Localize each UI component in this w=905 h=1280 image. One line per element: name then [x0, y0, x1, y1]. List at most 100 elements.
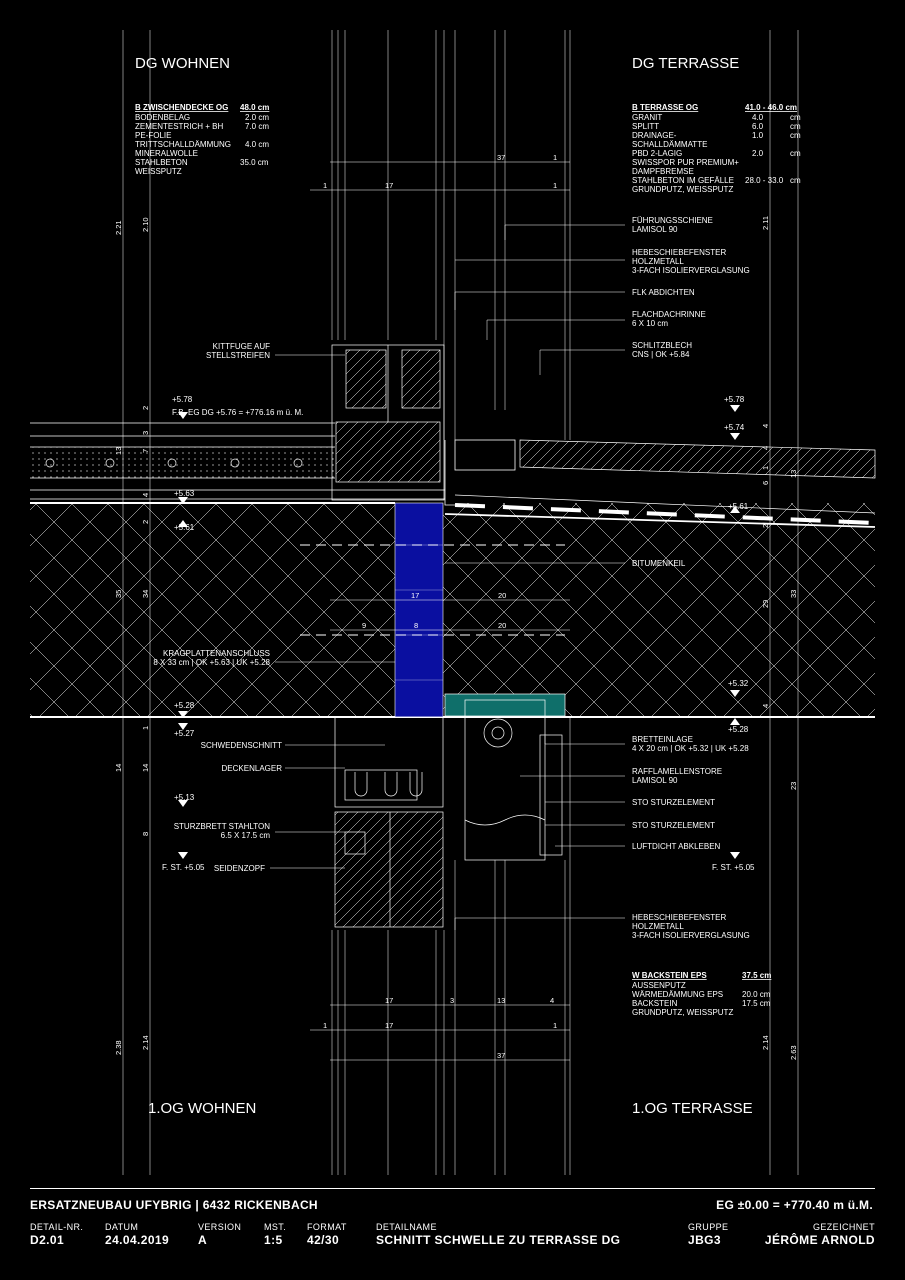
svg-text:14: 14	[114, 764, 123, 772]
svg-text:6: 6	[761, 481, 770, 485]
svg-text:cm: cm	[790, 113, 801, 122]
svg-text:LAMISOL 90: LAMISOL 90	[632, 225, 678, 234]
field-value-scale: 1:5	[264, 1233, 283, 1247]
svg-text:2.11: 2.11	[761, 216, 770, 230]
horizontal-dimensions: 37 1 1 17 1 17 20 9 8 20 17 3 13 4 1 17 …	[323, 153, 557, 1060]
room-label-dg-terrasse: DG TERRASSE	[632, 55, 739, 72]
svg-text:23: 23	[789, 782, 798, 790]
svg-text:1: 1	[323, 1021, 327, 1030]
svg-text:4: 4	[761, 446, 770, 450]
svg-text:13: 13	[114, 447, 123, 455]
svg-text:DECKENLAGER: DECKENLAGER	[222, 764, 283, 773]
svg-text:37.5 cm: 37.5 cm	[742, 971, 771, 980]
svg-text:2.21: 2.21	[114, 220, 123, 235]
svg-text:17: 17	[385, 181, 393, 190]
svg-text:2: 2	[141, 520, 150, 524]
section-drawing: DG WOHNEN DG TERRASSE 1.OG WOHNEN 1.OG T…	[30, 30, 876, 1175]
field-label-detailname: DETAILNAME	[376, 1222, 437, 1232]
svg-text:F. ST. +5.05: F. ST. +5.05	[712, 863, 755, 872]
field-value-format: 42/30	[307, 1233, 340, 1247]
svg-text:17: 17	[411, 591, 419, 600]
window-frame-top	[331, 344, 445, 501]
svg-text:3-FACH ISOLIERVERGLASUNG: 3-FACH ISOLIERVERGLASUNG	[632, 931, 750, 940]
svg-text:KRAGPLATTENANSCHLUSS: KRAGPLATTENANSCHLUSS	[163, 649, 270, 658]
svg-text:STAHLBETON IM GEFÄLLE: STAHLBETON IM GEFÄLLE	[632, 176, 734, 185]
svg-text:4: 4	[761, 424, 770, 428]
svg-text:7.0 cm: 7.0 cm	[245, 122, 269, 131]
svg-text:2.14: 2.14	[761, 1035, 770, 1050]
svg-text:BRETTEINLAGE: BRETTEINLAGE	[632, 735, 693, 744]
svg-text:SPLITT: SPLITT	[632, 122, 659, 131]
svg-text:8: 8	[141, 832, 150, 836]
leader-lines	[270, 224, 625, 930]
svg-text:6.0: 6.0	[752, 122, 764, 131]
room-label-og-terrasse: 1.OG TERRASSE	[632, 1100, 753, 1117]
svg-text:STAHLBETON: STAHLBETON	[135, 158, 188, 167]
svg-text:33: 33	[789, 590, 798, 598]
svg-text:DRAINAGE-: DRAINAGE-	[632, 131, 677, 140]
terrace-buildup	[444, 439, 876, 528]
svg-text:HOLZMETALL: HOLZMETALL	[632, 922, 684, 931]
insulation-block	[394, 502, 444, 718]
svg-text:+5.27: +5.27	[174, 729, 195, 738]
field-label-detail-nr: DETAIL-NR.	[30, 1222, 84, 1232]
svg-text:GRUNDPUTZ, WEISSPUTZ: GRUNDPUTZ, WEISSPUTZ	[632, 185, 733, 194]
svg-text:41.0 - 46.0 cm: 41.0 - 46.0 cm	[745, 103, 797, 112]
svg-text:3: 3	[450, 996, 454, 1005]
svg-text:cm: cm	[790, 131, 801, 140]
svg-text:STO STURZELEMENT: STO STURZELEMENT	[632, 821, 715, 830]
field-value-gezeichnet: JÉRÔME ARNOLD	[764, 1233, 875, 1247]
reference-level: EG ±0.00 = +770.40 m ü.M.	[716, 1198, 873, 1212]
svg-text:28.0 - 33.0: 28.0 - 33.0	[745, 176, 784, 185]
svg-text:17: 17	[385, 1021, 393, 1030]
wall-buildup-legend: W BACKSTEIN EPS 37.5 cm AUSSENPUTZ WÄRME…	[632, 971, 771, 1017]
level-markers	[178, 405, 740, 859]
dimension-lines	[310, 161, 570, 1061]
svg-text:7: 7	[141, 449, 150, 453]
svg-text:TRITTSCHALLDÄMMUNG: TRITTSCHALLDÄMMUNG	[135, 140, 231, 149]
svg-text:AUSSENPUTZ: AUSSENPUTZ	[632, 981, 686, 990]
field-value-detail-nr: D2.01	[30, 1233, 65, 1247]
svg-text:6.5 X 17.5 cm: 6.5 X 17.5 cm	[221, 831, 271, 840]
svg-text:35: 35	[114, 590, 123, 598]
svg-text:FLK ABDICHTEN: FLK ABDICHTEN	[632, 288, 695, 297]
svg-text:48.0 cm: 48.0 cm	[240, 103, 269, 112]
svg-text:cm: cm	[790, 122, 801, 131]
svg-text:20: 20	[498, 591, 506, 600]
reinforcement-lines	[300, 544, 565, 636]
svg-text:SEIDENZOPF: SEIDENZOPF	[214, 864, 265, 873]
svg-text:RAFFLAMELLENSTORE: RAFFLAMELLENSTORE	[632, 767, 722, 776]
svg-text:2.38: 2.38	[114, 1040, 123, 1055]
field-label-datum: DATUM	[105, 1222, 139, 1232]
svg-text:W BACKSTEIN EPS: W BACKSTEIN EPS	[632, 971, 707, 980]
svg-text:9: 9	[362, 621, 366, 630]
svg-text:B ZWISCHENDECKE OG: B ZWISCHENDECKE OG	[135, 103, 228, 112]
svg-text:3: 3	[141, 431, 150, 435]
floor-buildup-left	[30, 422, 445, 500]
level-texts: +5.78 F.B. EG DG +5.76 = +776.16 m ü. M.…	[162, 395, 755, 872]
field-label-scale: MST.	[264, 1222, 287, 1232]
svg-text:LAMISOL 90: LAMISOL 90	[632, 776, 678, 785]
svg-text:35.0 cm: 35.0 cm	[240, 158, 269, 167]
svg-text:29: 29	[761, 600, 770, 608]
svg-text:1: 1	[553, 181, 557, 190]
field-label-gruppe: GRUPPE	[688, 1222, 729, 1232]
svg-text:BACKSTEIN: BACKSTEIN	[632, 999, 678, 1008]
gutter	[444, 439, 516, 506]
svg-text:cm: cm	[790, 176, 801, 185]
field-label-gezeichnet: GEZEICHNET	[812, 1222, 875, 1232]
svg-text:F.B. EG DG +5.76 = +776.16 m ü: F.B. EG DG +5.76 = +776.16 m ü. M.	[172, 408, 303, 417]
svg-text:HEBESCHIEBEFENSTER: HEBESCHIEBEFENSTER	[632, 913, 726, 922]
field-value-detailname: SCHNITT SCHWELLE ZU TERRASSE DG	[376, 1233, 621, 1247]
svg-text:ZEMENTESTRICH + BH: ZEMENTESTRICH + BH	[135, 122, 223, 131]
svg-text:GRANIT: GRANIT	[632, 113, 662, 122]
svg-text:8: 8	[414, 621, 418, 630]
svg-text:CNS | OK +5.84: CNS | OK +5.84	[632, 350, 690, 359]
concrete-slab	[30, 502, 875, 718]
svg-text:DAMPFBREMSE: DAMPFBREMSE	[632, 167, 694, 176]
svg-text:STURZBRETT STAHLTON: STURZBRETT STAHLTON	[174, 822, 271, 831]
svg-text:13: 13	[789, 470, 798, 478]
svg-text:MINERALWOLLE: MINERALWOLLE	[135, 149, 198, 158]
